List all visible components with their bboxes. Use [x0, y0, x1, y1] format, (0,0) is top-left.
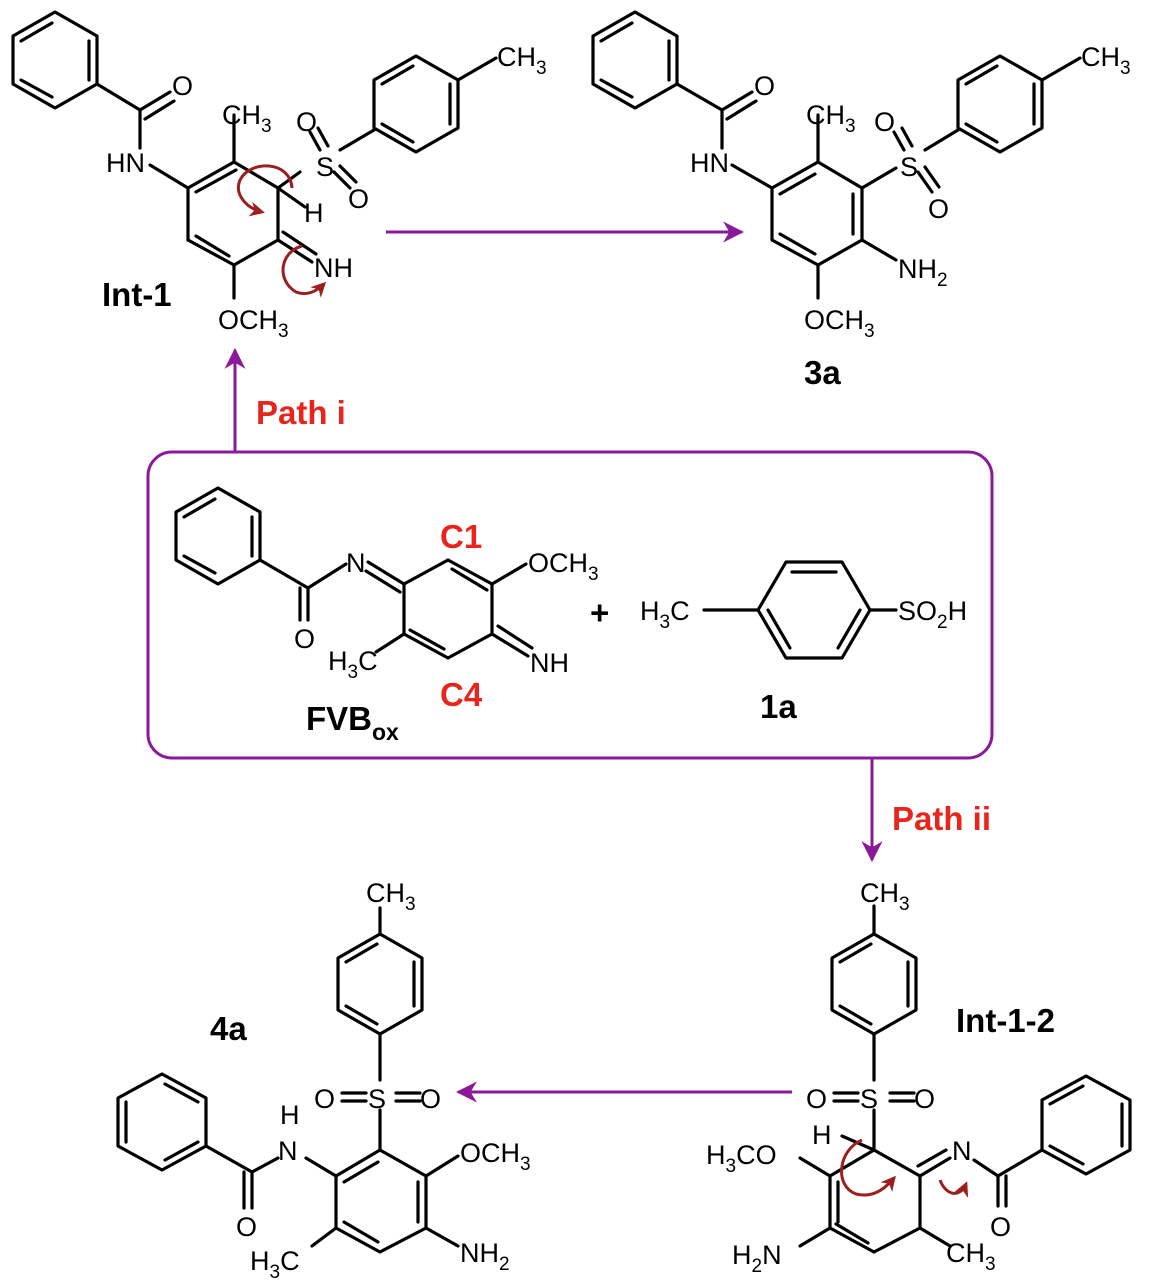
compound-label-int-1: Int-1: [102, 276, 172, 313]
atom-label: H2N: [732, 1240, 782, 1277]
atom-label: HN: [690, 148, 729, 178]
atom-label: OCH3: [218, 305, 289, 342]
atom-label: O: [236, 1212, 257, 1242]
atom-label: SO2H: [898, 596, 967, 633]
atom-label: H: [812, 1120, 832, 1150]
plus-sign: +: [590, 594, 609, 631]
atom-label: NH2: [898, 254, 948, 291]
structure-int-1-2: CH3 O S O H N O H3CO H2N CH3 Int-1-2: [706, 878, 1132, 1277]
compound-label-4a: 4a: [210, 1010, 247, 1047]
atom-label: O: [914, 1084, 935, 1114]
atom-label: OCH3: [528, 548, 599, 585]
structure-4a: CH3 O S O H N O OCH3 NH2 H3C 4a: [116, 878, 531, 1280]
structure-3a: O HN CH3 O S O NH2 OCH3 CH3 3a: [591, 10, 1131, 391]
atom-label: CH3: [946, 1238, 996, 1275]
atom-label: O: [172, 71, 193, 101]
reactants-box: [146, 450, 994, 760]
atom-label: NH: [530, 648, 569, 678]
atom-label: H3C: [328, 646, 378, 683]
atom-label: S: [368, 1084, 386, 1114]
atom-label: OCH3: [460, 1138, 531, 1175]
atom-label: N: [952, 1136, 972, 1166]
atom-label: CH3: [497, 42, 547, 79]
atom-label: O: [754, 71, 775, 101]
atom-label: O: [928, 194, 949, 224]
atom-label: O: [420, 1084, 441, 1114]
atom-label: H3C: [250, 1246, 300, 1280]
compound-label-int-1-2: Int-1-2: [956, 1002, 1055, 1039]
atom-label: S: [316, 152, 334, 182]
atom-label: N: [278, 1136, 298, 1166]
structure-fvb-ox: O N OCH3 NH H3C C1 C4 FVBox: [174, 486, 599, 745]
atom-label: OCH3: [804, 305, 875, 342]
atom-label: O: [874, 107, 895, 137]
atom-label: HN: [106, 148, 145, 178]
compound-label-1a: 1a: [760, 688, 797, 725]
atom-label: S: [860, 1084, 878, 1114]
compound-label-3a: 3a: [804, 354, 841, 391]
atom-label: CH3: [366, 878, 416, 915]
atom-label: NH2: [460, 1238, 510, 1275]
atom-label: CH3: [860, 878, 910, 915]
structure-int-1: O HN CH3 O S O H NH OCH3 CH3 Int-1: [11, 10, 547, 342]
atom-label: H: [304, 198, 324, 228]
atom-label: CH3: [222, 100, 272, 137]
path-i-label: Path i: [256, 394, 346, 431]
atom-label: NH: [314, 253, 353, 283]
atom-label: CH3: [806, 100, 856, 137]
atom-label: CH3: [1081, 42, 1131, 79]
structure-1a: H3C SO2H 1a: [640, 560, 967, 725]
atom-label: O: [314, 1084, 335, 1114]
atom-label: O: [296, 107, 317, 137]
atom-label: O: [990, 1212, 1011, 1242]
atom-label: H3C: [640, 596, 690, 633]
compound-label-fvb-ox: FVBox: [306, 700, 399, 745]
atom-label: S: [900, 152, 918, 182]
path-ii-label: Path ii: [892, 800, 991, 837]
atom-label: N: [346, 548, 366, 578]
atom-label: O: [806, 1084, 827, 1114]
position-label-c4: C4: [440, 676, 483, 713]
position-label-c1: C1: [440, 518, 482, 555]
atom-label: H: [280, 1100, 300, 1130]
atom-label: O: [294, 624, 315, 654]
atom-label: H3CO: [706, 1140, 777, 1177]
atom-label: O: [348, 184, 369, 214]
